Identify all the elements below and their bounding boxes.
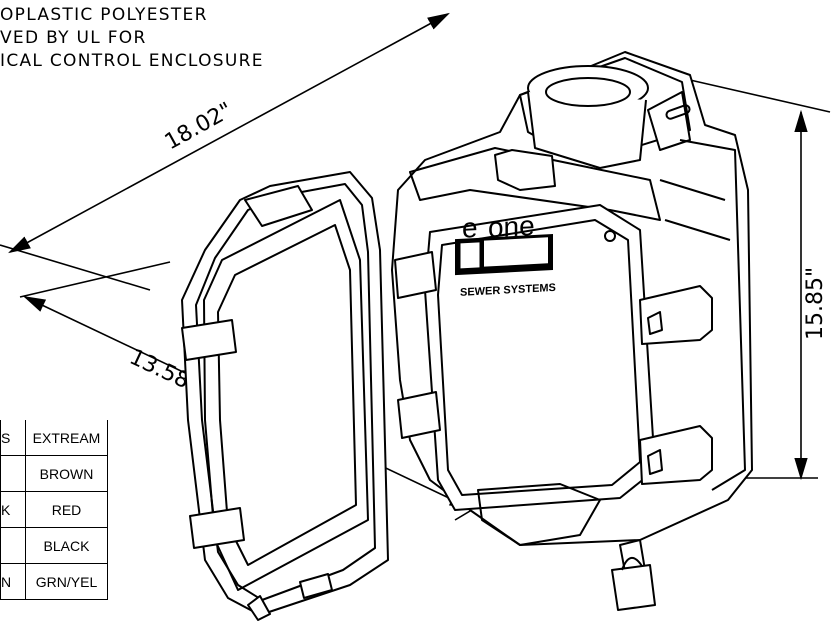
logo-tagline: SEWER SYSTEMS xyxy=(460,282,556,299)
table-row: S EXTREAM xyxy=(0,420,108,456)
table-cell: K xyxy=(0,491,26,528)
table-cell xyxy=(0,527,26,564)
table-cell: EXTREAM xyxy=(25,420,108,456)
dimension-height-label: 15.85" xyxy=(803,267,828,340)
table-cell: GRN/YEL xyxy=(25,563,108,600)
table-cell: S xyxy=(0,420,26,456)
enclosure-lid xyxy=(181,171,389,621)
table-row: BROWN xyxy=(0,455,108,492)
note-line-3: ICAL CONTROL ENCLOSURE xyxy=(0,51,264,71)
brand-logo: e one SEWER SYSTEMS xyxy=(455,210,556,299)
table-cell: RED xyxy=(25,491,108,528)
table-cell: BROWN xyxy=(25,455,108,492)
table-cell xyxy=(0,455,26,492)
dimension-length-label: 18.02" xyxy=(161,98,237,155)
logo-brand-right: one xyxy=(488,210,535,243)
dimension-18-line xyxy=(0,12,831,291)
table-row: BLACK xyxy=(0,527,108,564)
note-line-2: VED BY UL FOR xyxy=(0,28,147,48)
wire-color-table: S EXTREAM BROWN K RED BLACK N GRN/YEL xyxy=(0,420,108,600)
table-cell: N xyxy=(0,563,26,600)
table-row: K RED xyxy=(0,491,108,528)
material-note: OPLASTIC POLYESTER VED BY UL FOR ICAL CO… xyxy=(0,4,264,73)
note-line-1: OPLASTIC POLYESTER xyxy=(0,5,208,25)
enclosure-body xyxy=(391,51,753,611)
table-cell: BLACK xyxy=(25,527,108,564)
logo-brand-left: e xyxy=(462,212,478,244)
table-row: N GRN/YEL xyxy=(0,563,108,600)
